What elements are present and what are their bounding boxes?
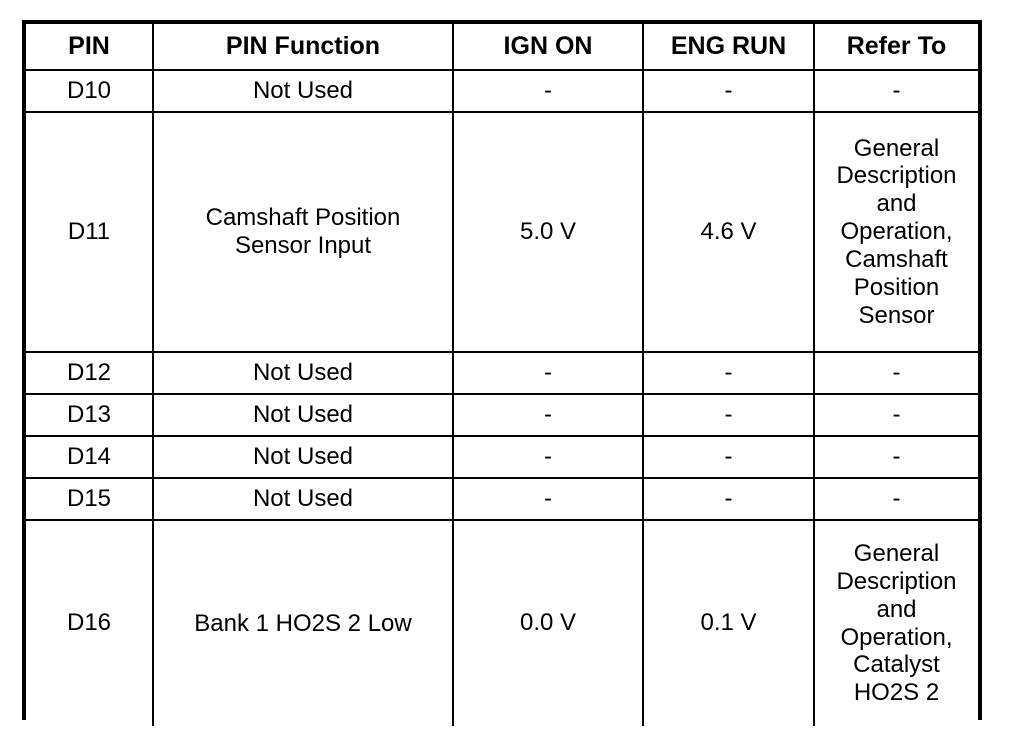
cell-pin: D12 — [26, 351, 154, 395]
cell-text-line: General — [853, 540, 940, 568]
cell-text-line: Sensor — [858, 301, 935, 329]
column-header-pin-function: PIN Function — [152, 24, 454, 71]
cell-ign-on: - — [452, 435, 644, 479]
cell-text-line: Not Used — [252, 485, 354, 513]
cell-pin-function: Not Used — [152, 393, 454, 437]
cell-text-line: - — [892, 77, 901, 105]
cell-text-line: Description — [836, 162, 957, 190]
cell-text-line: Description — [836, 567, 957, 595]
cell-text-line: and — [876, 595, 917, 623]
cell-text-line: - — [892, 443, 901, 471]
cell-ign-on: - — [452, 351, 644, 395]
pin-table-container: PIN PIN Function IGN ON ENG RUN Refer To… — [22, 20, 982, 726]
cell-text-lines: Not Used — [158, 443, 448, 471]
cell-text-line: Not Used — [252, 401, 354, 429]
cell-pin: D15 — [26, 477, 154, 521]
cell-text-line: Catalyst — [853, 651, 940, 679]
cell-text-line: Not Used — [252, 77, 354, 105]
table-row: D13 Not Used - - - — [26, 393, 978, 437]
cell-text-line: Operation, — [840, 623, 953, 651]
table-body: D10 Not Used - - - D11 Camshaft Position… — [26, 69, 978, 726]
cell-text-lines: - — [819, 77, 974, 105]
cell-pin: D13 — [26, 393, 154, 437]
cell-text-line: Not Used — [252, 359, 354, 387]
table-row: D10 Not Used - - - — [26, 69, 978, 113]
table-row: D16 Bank 1 HO2S 2 Low 0.0 V 0.1 V Genera… — [26, 519, 978, 726]
cell-pin: D16 — [26, 519, 154, 726]
cell-text-lines: - — [819, 485, 974, 513]
cell-refer-to: - — [813, 351, 978, 395]
cell-text-lines: Not Used — [158, 401, 448, 429]
cell-pin-function: Not Used — [152, 69, 454, 113]
cell-ign-on: - — [452, 393, 644, 437]
cell-ign-on: 5.0 V — [452, 111, 644, 353]
cell-text-lines: Bank 1 HO2S 2 Low — [158, 610, 448, 638]
cell-pin-function: Not Used — [152, 435, 454, 479]
cell-text-line: Position — [853, 273, 940, 301]
cell-pin-function: Bank 1 HO2S 2 Low — [152, 519, 454, 726]
column-header-pin: PIN — [26, 24, 154, 71]
pin-voltage-reference-table: PIN PIN Function IGN ON ENG RUN Refer To… — [26, 24, 978, 726]
cell-text-lines: Not Used — [158, 359, 448, 387]
cell-text-line: - — [892, 401, 901, 429]
table-row: D12 Not Used - - - — [26, 351, 978, 395]
cell-eng-run: - — [642, 435, 815, 479]
cell-refer-to: - — [813, 477, 978, 521]
table-header: PIN PIN Function IGN ON ENG RUN Refer To — [26, 24, 978, 71]
table-row: D14 Not Used - - - — [26, 435, 978, 479]
cell-refer-to: - — [813, 393, 978, 437]
cell-refer-to: - — [813, 69, 978, 113]
cell-ign-on: 0.0 V — [452, 519, 644, 726]
cell-text-line: Operation, — [840, 218, 953, 246]
cell-text-lines: Not Used — [158, 485, 448, 513]
cell-text-line: HO2S 2 — [853, 679, 940, 707]
cell-eng-run: - — [642, 477, 815, 521]
cell-eng-run: - — [642, 351, 815, 395]
cell-text-line: Camshaft Position — [205, 204, 401, 232]
cell-refer-to: - — [813, 435, 978, 479]
cell-pin-function: Not Used — [152, 477, 454, 521]
column-header-refer-to: Refer To — [813, 24, 978, 71]
cell-text-line: General — [853, 134, 940, 162]
table-row: D15 Not Used - - - — [26, 477, 978, 521]
cell-text-lines: Not Used — [158, 77, 448, 105]
table-header-row: PIN PIN Function IGN ON ENG RUN Refer To — [26, 24, 978, 71]
cell-pin: D14 — [26, 435, 154, 479]
cell-text-lines: - — [819, 443, 974, 471]
column-header-eng-run: ENG RUN — [642, 24, 815, 71]
cell-ign-on: - — [452, 477, 644, 521]
cell-text-lines: - — [819, 359, 974, 387]
cell-eng-run: - — [642, 69, 815, 113]
cell-text-line: - — [892, 485, 901, 513]
cell-text-line: Bank 1 HO2S 2 Low — [194, 609, 412, 637]
cell-text-line: and — [876, 190, 917, 218]
cell-eng-run: 0.1 V — [642, 519, 815, 726]
cell-eng-run: - — [642, 393, 815, 437]
cell-pin: D11 — [26, 111, 154, 353]
cell-pin: D10 — [26, 69, 154, 113]
cell-text-line: - — [892, 359, 901, 387]
cell-text-line: Not Used — [252, 443, 354, 471]
cell-eng-run: 4.6 V — [642, 111, 815, 353]
cell-ign-on: - — [452, 69, 644, 113]
cell-text-line: Sensor Input — [234, 232, 372, 259]
cell-text-lines: - — [819, 401, 974, 429]
cell-text-line: Camshaft — [845, 245, 948, 273]
column-header-ign-on: IGN ON — [452, 24, 644, 71]
cell-pin-function: Not Used — [152, 351, 454, 395]
